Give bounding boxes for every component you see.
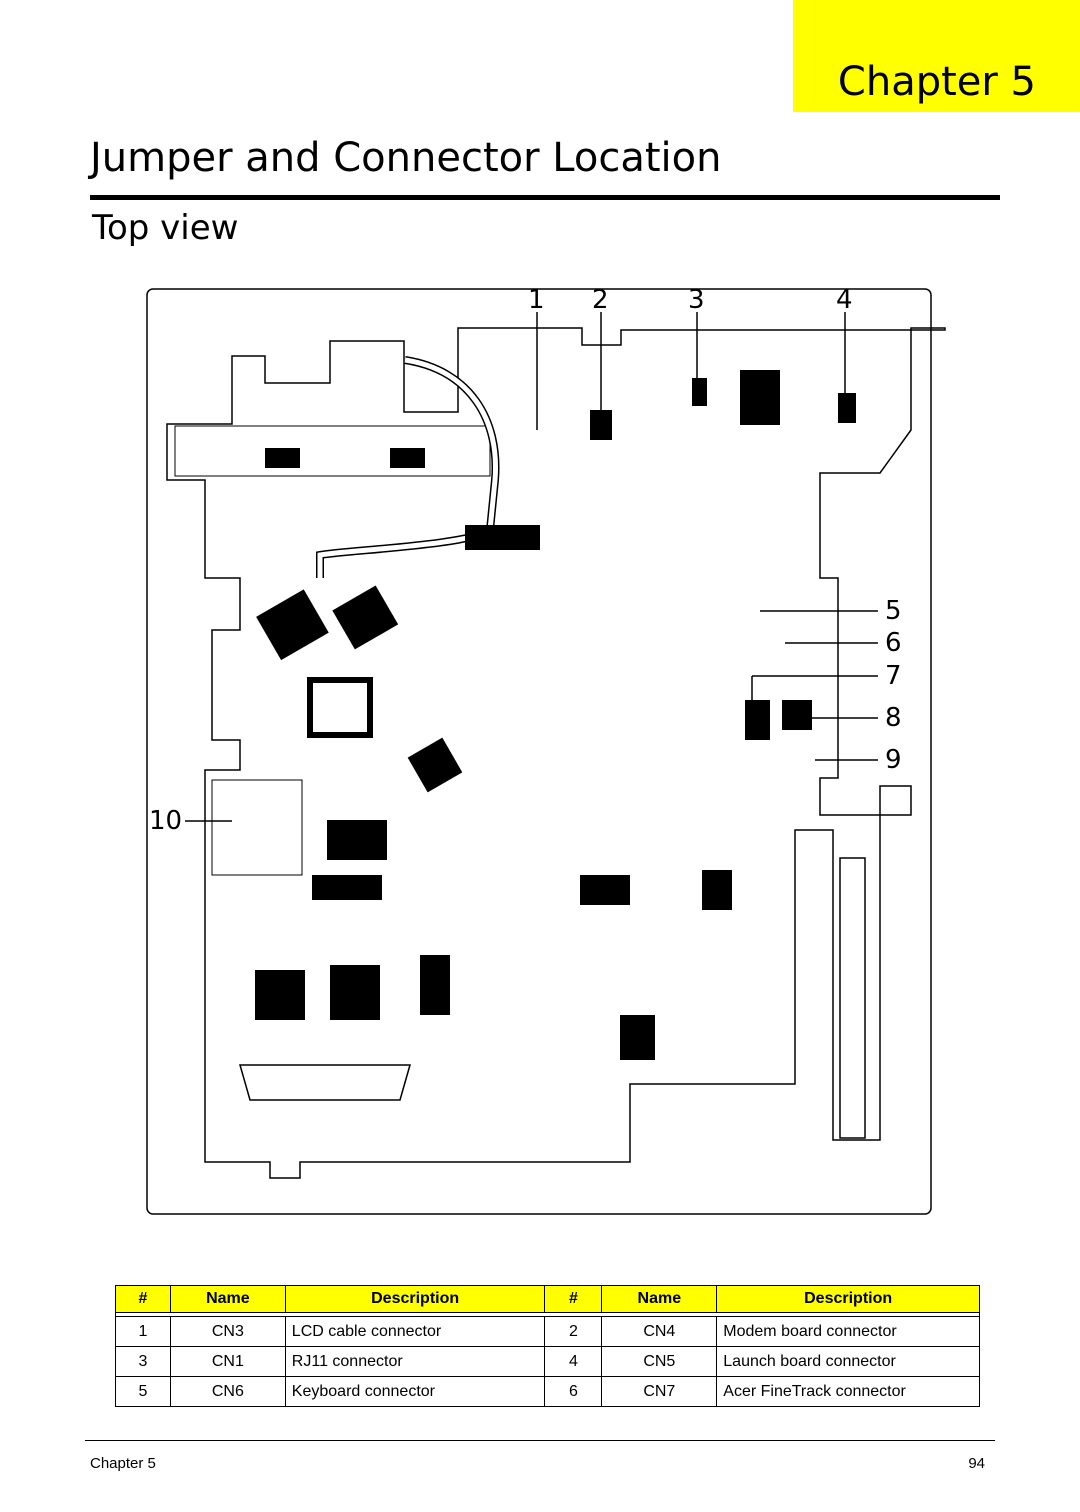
callout-9: 9 bbox=[885, 745, 902, 775]
table-header-row: # Name Description # Name Description bbox=[115, 1285, 980, 1313]
callout-4: 4 bbox=[836, 285, 853, 315]
callout-7: 7 bbox=[885, 661, 902, 691]
table-row: 1 CN3 LCD cable connector 2 CN4 Modem bo… bbox=[115, 1316, 980, 1347]
diagram-frame bbox=[146, 288, 932, 1215]
table-row: 3 CN1 RJ11 connector 4 CN5 Launch board … bbox=[115, 1346, 980, 1377]
connector-table: # Name Description # Name Description 1 … bbox=[115, 1285, 980, 1407]
col-header-number: # bbox=[544, 1285, 603, 1313]
cell-description: Keyboard connector bbox=[284, 1376, 546, 1407]
col-header-number: # bbox=[115, 1285, 171, 1313]
col-header-name: Name bbox=[169, 1285, 286, 1313]
board-components bbox=[255, 370, 856, 1060]
callout-8: 8 bbox=[885, 703, 902, 733]
cell-name: CN4 bbox=[601, 1316, 718, 1347]
cpu-socket bbox=[211, 779, 303, 876]
cell-number: 6 bbox=[544, 1376, 603, 1407]
cell-name: CN1 bbox=[169, 1346, 286, 1377]
cell-number: 1 bbox=[115, 1316, 171, 1347]
table-row: 5 CN6 Keyboard connector 6 CN7 Acer Fine… bbox=[115, 1376, 980, 1407]
cell-description: Acer FineTrack connector bbox=[716, 1376, 980, 1407]
cell-number: 2 bbox=[544, 1316, 603, 1347]
callout-10: 10 bbox=[149, 806, 183, 836]
callout-6: 6 bbox=[885, 628, 902, 658]
cell-name: CN5 bbox=[601, 1346, 718, 1377]
cell-name: CN7 bbox=[601, 1376, 718, 1407]
cell-description: Modem board connector bbox=[716, 1316, 980, 1347]
chapter-tab-label: Chapter 5 bbox=[837, 59, 1036, 105]
title-rule bbox=[90, 195, 1000, 200]
motherboard-top-view-diagram bbox=[146, 288, 946, 1215]
page-number: 94 bbox=[968, 1455, 985, 1472]
callout-1: 1 bbox=[528, 285, 545, 315]
cell-name: CN3 bbox=[169, 1316, 286, 1347]
col-header-name: Name bbox=[601, 1285, 718, 1313]
page-title: Jumper and Connector Location bbox=[90, 135, 722, 181]
chapter-tab: Chapter 5 bbox=[793, 0, 1080, 112]
footer-chapter: Chapter 5 bbox=[90, 1455, 156, 1472]
cell-description: RJ11 connector bbox=[284, 1346, 546, 1377]
cell-name: CN6 bbox=[169, 1376, 286, 1407]
cell-description: LCD cable connector bbox=[284, 1316, 546, 1347]
cell-number: 5 bbox=[115, 1376, 171, 1407]
callout-3: 3 bbox=[688, 285, 705, 315]
callout-2: 2 bbox=[592, 285, 609, 315]
board-inner-outline bbox=[174, 425, 491, 477]
bottom-slot bbox=[239, 1064, 411, 1101]
footer-rule bbox=[85, 1440, 995, 1441]
callout-5: 5 bbox=[885, 596, 902, 626]
callout-leaders bbox=[185, 312, 878, 822]
right-slot bbox=[839, 857, 866, 1139]
col-header-description: Description bbox=[284, 1285, 546, 1313]
section-title: Top view bbox=[92, 208, 239, 248]
board-outline bbox=[166, 327, 946, 1179]
cell-number: 4 bbox=[544, 1346, 603, 1377]
cell-description: Launch board connector bbox=[716, 1346, 980, 1377]
col-header-description: Description bbox=[716, 1285, 980, 1313]
cell-number: 3 bbox=[115, 1346, 171, 1377]
